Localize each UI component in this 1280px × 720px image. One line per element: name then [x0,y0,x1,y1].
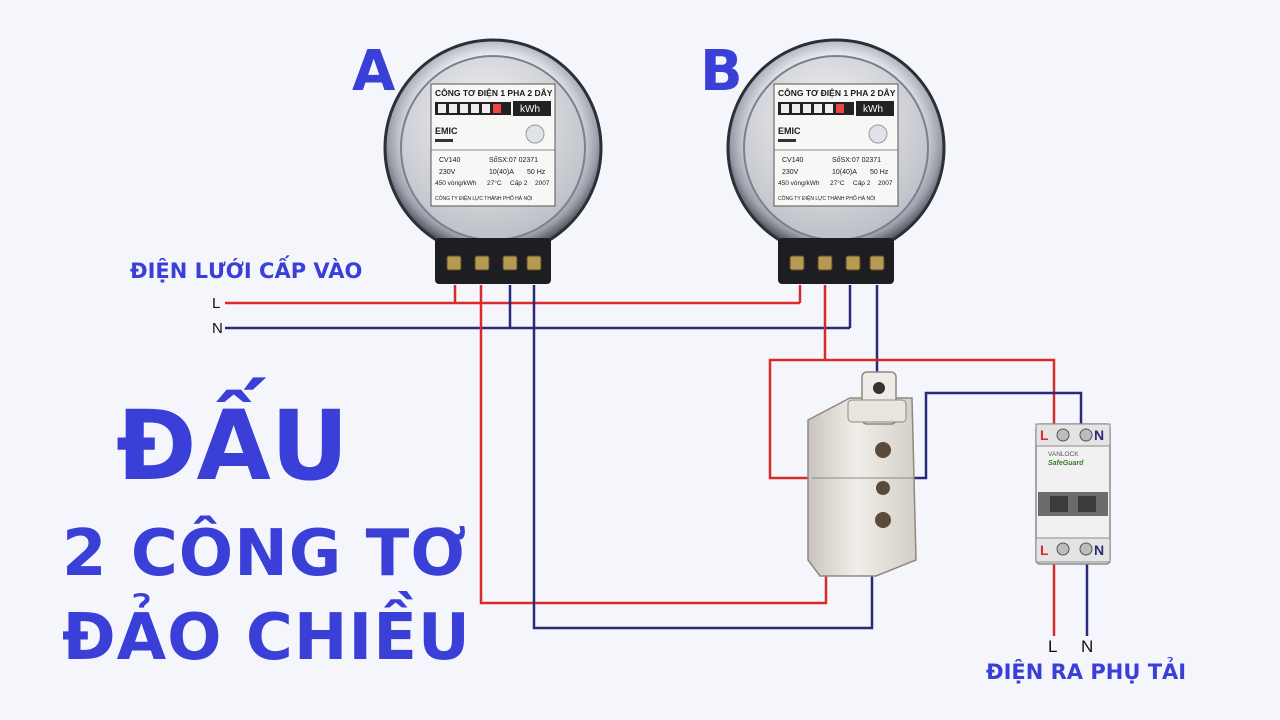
load-label: ĐIỆN RA PHỤ TẢI [986,660,1187,684]
meter-b-terminal-wires [798,285,879,380]
circuit-breaker: L N VANLOCK SafeGuard L N [1035,423,1111,565]
breaker-toggle-housing [1038,492,1108,516]
meter-a-accuracy: Cấp 2 [510,178,528,187]
meter-b-year: 2007 [878,180,893,187]
meter-a-year: 2007 [535,180,550,187]
supply-neutral-tag: N [212,320,223,337]
supply-label: ĐIỆN LƯỚI CẤP VÀO [130,259,363,283]
meter-a-panel-title: CÔNG TƠ ĐIỆN 1 PHA 2 DÂY [435,87,553,98]
meter-a-terminal-wires [453,285,874,630]
meter-b-frequency: 50 Hz [870,169,889,176]
supply-line-tag: L [212,295,221,312]
breaker-bottom-right-tag: N [1094,542,1104,558]
meter-b-constant: 450 vòng/kWh [778,180,820,187]
meter-a-serial: SốSX:07 02371 [489,155,538,164]
title-line-2: 2 CÔNG TƠ [62,517,468,591]
meter-a-unit: kWh [520,104,540,115]
meter-a-brand: EMIC [435,126,458,136]
breaker-bottom-left-tag: L [1040,542,1049,558]
switch-output-wires [768,358,1083,480]
meter-a-label: A [352,39,396,104]
meter-a-temperature: 27°C [487,179,502,187]
title-line-3: ĐẢO CHIỀU [62,601,471,675]
meter-b-terminal-screws [789,255,885,271]
meter-a: CÔNG TƠ ĐIỆN 1 PHA 2 DÂY kWh EMIC CV140 … [383,38,603,284]
meter-b-serial: SốSX:07 02371 [832,155,881,164]
meter-a-owner: CÔNG TY ĐIỆN LỰC THÀNH PHỐ HÀ NỘI [435,194,532,202]
load-neutral-tag: N [1081,637,1094,656]
load-line-tag: L [1048,637,1058,656]
breaker-top-right-tag: N [1094,427,1104,443]
breaker-top-left-tag: L [1040,427,1049,443]
meter-b: CÔNG TƠ ĐIỆN 1 PHA 2 DÂY kWh EMIC CV140 … [726,38,946,284]
meter-b-unit: kWh [863,104,883,115]
title-line-1: ĐẤU [116,390,349,502]
meter-a-voltage: 230V [439,169,456,176]
meter-a-terminal-screws [446,255,542,271]
meter-b-model: CV140 [782,157,804,164]
meter-b-accuracy: Cấp 2 [853,178,871,187]
meter-b-label: B [700,39,743,104]
meter-b-panel-title: CÔNG TƠ ĐIỆN 1 PHA 2 DÂY [778,87,896,98]
breaker-toggle-right [1078,496,1096,512]
meter-a-current: 10(40)A [489,169,514,176]
load-output-wires [1052,555,1089,636]
meter-b-voltage: 230V [782,169,799,176]
breaker-brand: VANLOCK [1048,451,1079,458]
meter-a-frequency: 50 Hz [527,169,546,176]
breaker-series: SafeGuard [1048,460,1084,467]
meter-a-constant: 450 vòng/kWh [435,180,477,187]
meter-a-model: CV140 [439,157,461,164]
meter-b-temperature: 27°C [830,179,845,187]
breaker-toggle-left [1050,496,1068,512]
meter-b-current: 10(40)A [832,169,857,176]
changeover-switch [807,371,917,577]
meter-b-owner: CÔNG TY ĐIỆN LỰC THÀNH PHỐ HÀ NỘI [778,194,875,202]
meter-b-brand: EMIC [778,126,801,136]
